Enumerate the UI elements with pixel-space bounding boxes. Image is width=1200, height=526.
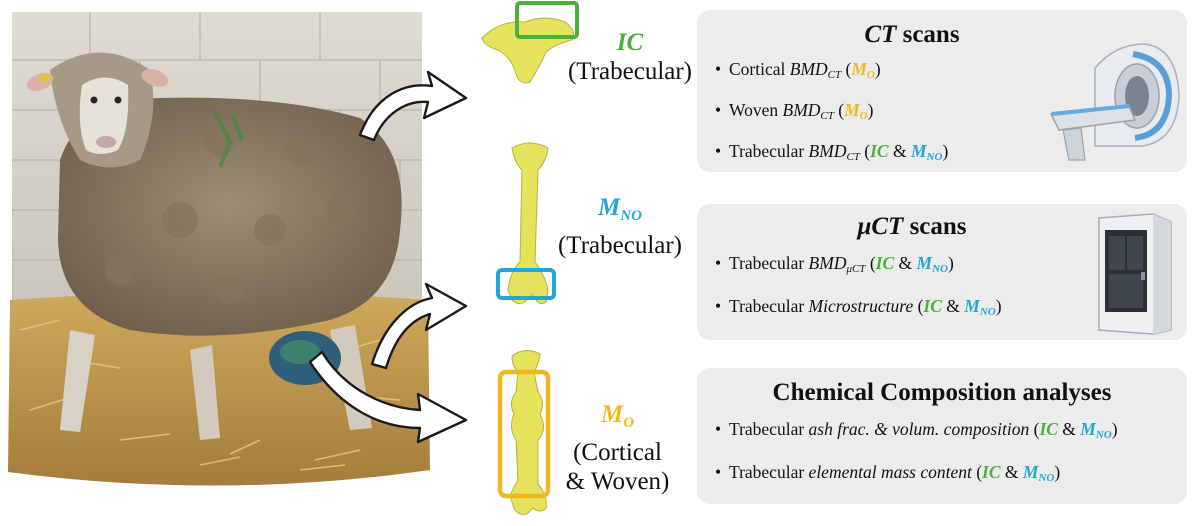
mno-highlight-box [496,268,556,300]
uct-title: μCT scans [857,213,967,240]
chem-title: Chemical Composition analyses [772,379,1112,406]
mo-desc-line2: & Woven) [565,468,670,495]
ic-bone [481,17,575,84]
uct-panel: μCT scans Trabecular BMDμCT (IC & MNO) T… [697,204,1187,340]
mo-highlight-box [497,369,551,499]
ic-label: IC (Trabecular) [560,28,700,86]
mno-code: M [598,194,621,221]
micro-ct-cabinet-icon [1098,213,1172,335]
mo-desc-line1: (Cortical [573,439,662,466]
uct-item-microstructure: Trabecular Microstructure (IC & MNO) [711,295,1187,323]
chem-item-mass: Trabecular elemental mass content (IC & … [711,461,1187,489]
ic-highlight-box [515,1,579,39]
bones-figure [481,1,579,515]
mno-desc: (Trabecular) [557,232,683,259]
mo-bone [509,350,547,515]
chem-item-ash: Trabecular ash frac. & volum. compositio… [711,418,1187,446]
arrow-to-mno [370,282,468,370]
mo-code: M [600,401,624,428]
ic-code: IC [616,29,644,56]
ct-item-cortical: Cortical BMDCT (MO) [711,58,1187,86]
mno-sub: NO [620,208,642,224]
uct-item-bmd: Trabecular BMDμCT (IC & MNO) [711,252,1187,280]
ct-title: CT scans [864,21,960,48]
arrow-to-mo [308,350,468,444]
mno-bone [507,142,549,305]
sheep-photo [0,0,440,526]
ct-item-woven: Woven BMDCT (MO) [711,99,1187,127]
mno-label: MNO (Trabecular) [545,193,695,260]
ct-scanner-icon [1049,43,1180,161]
ic-desc: (Trabecular) [567,58,693,85]
ct-panel: CT scans Cortical BMDCT (MO) Woven BMDCT… [697,10,1187,172]
mo-sub: O [623,415,635,431]
chem-panel: Chemical Composition analyses Trabecular… [697,368,1187,504]
ct-item-trabecular: Trabecular BMDCT (IC & MNO) [711,140,1187,168]
arrow-to-ic [358,70,468,142]
mo-label: MO (Cortical & Woven) [555,400,680,496]
